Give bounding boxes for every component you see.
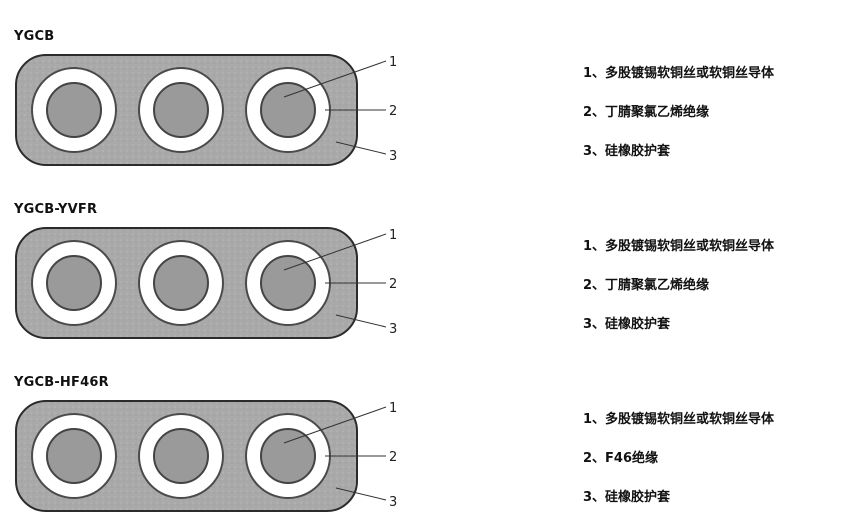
core-3 [245, 240, 331, 326]
flat-cable-cross-section-icon: 1 2 3 [15, 400, 397, 512]
cable-block-ygcb-hf46r: YGCB-HF46R 1 2 [0, 370, 843, 530]
flat-cable-cross-section-icon: 1 2 3 [15, 227, 397, 339]
core-2 [138, 240, 224, 326]
core-3 [245, 413, 331, 499]
legend-item-conductor: 1、多股镀锡软铜丝或软铜丝导体 [583, 66, 775, 81]
core-1 [31, 413, 117, 499]
cable-block-ygcb-yvfr: YGCB-YVFR 1 2 [0, 197, 843, 357]
callout-2: 2 [389, 450, 397, 465]
callout-1: 1 [389, 228, 397, 243]
model-title: YGCB-HF46R [14, 375, 109, 390]
callout-3: 3 [389, 495, 397, 510]
leader-line-1 [283, 60, 387, 98]
legend-item-insulation: 2、丁腈聚氯乙烯绝缘 [583, 278, 710, 293]
leader-line-1 [283, 233, 387, 271]
cable-block-ygcb: YGCB 1 2 3 [0, 24, 843, 184]
model-title: YGCB-YVFR [14, 202, 98, 217]
core-2 [138, 67, 224, 153]
leader-line-3 [335, 487, 387, 501]
core-1 [31, 240, 117, 326]
model-title: YGCB [14, 29, 55, 44]
legend-item-sheath: 3、硅橡胶护套 [583, 317, 671, 332]
legend-item-insulation: 2、丁腈聚氯乙烯绝缘 [583, 105, 710, 120]
flat-cable-cross-section-icon: 1 2 3 [15, 54, 397, 166]
callout-1: 1 [389, 55, 397, 70]
legend-item-conductor: 1、多股镀锡软铜丝或软铜丝导体 [583, 412, 775, 427]
legend-item-sheath: 3、硅橡胶护套 [583, 144, 671, 159]
leader-line-3 [335, 141, 387, 155]
core-3 [245, 67, 331, 153]
legend-item-sheath: 3、硅橡胶护套 [583, 490, 671, 505]
callout-3: 3 [389, 322, 397, 337]
legend-item-conductor: 1、多股镀锡软铜丝或软铜丝导体 [583, 239, 775, 254]
callout-3: 3 [389, 149, 397, 164]
leader-line-3 [335, 314, 387, 328]
core-1 [31, 67, 117, 153]
core-2 [138, 413, 224, 499]
leader-line-1 [283, 406, 387, 444]
legend-item-insulation: 2、F46绝缘 [583, 451, 659, 466]
callout-2: 2 [389, 104, 397, 119]
callout-1: 1 [389, 401, 397, 416]
callout-2: 2 [389, 277, 397, 292]
